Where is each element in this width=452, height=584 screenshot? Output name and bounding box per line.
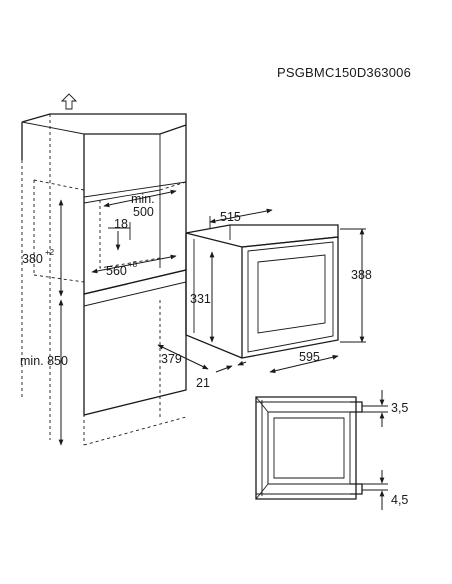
front-detail-drawing <box>255 396 388 500</box>
oven-depth-label: 515 <box>220 210 241 224</box>
cabinet-depth-min-value: 500 <box>133 205 154 219</box>
front-thickness-label: 21 <box>196 376 210 390</box>
oven-dimensions <box>157 208 366 374</box>
oven-height-label: 388 <box>351 268 372 282</box>
up-arrow-icon <box>60 93 78 110</box>
gap-top-label: 18 <box>114 217 128 231</box>
cabinet-dimensions <box>58 189 177 446</box>
detail-top-label: 3,5 <box>391 401 408 415</box>
svg-text:+8: +8 <box>128 260 138 269</box>
svg-text:380: 380 <box>22 252 43 266</box>
svg-text:560: 560 <box>106 264 127 278</box>
oven-width-label: 595 <box>299 350 320 364</box>
floor-height-min-label: min. 850 <box>20 354 68 368</box>
model-code: PSGBMC150D363006 <box>277 65 411 80</box>
svg-text:+2: +2 <box>45 248 55 257</box>
cabinet-depth-min-label: min. <box>131 192 155 206</box>
oven-body-height-label: 331 <box>190 292 211 306</box>
niche-height-label: 380 +2 <box>22 248 55 266</box>
oven-outline <box>185 224 339 359</box>
niche-width-label: 560 +8 <box>106 260 138 278</box>
oven-body-depth-label: 379 <box>161 352 182 366</box>
detail-bottom-label: 4,5 <box>391 493 408 507</box>
cabinet-outline <box>21 113 187 446</box>
